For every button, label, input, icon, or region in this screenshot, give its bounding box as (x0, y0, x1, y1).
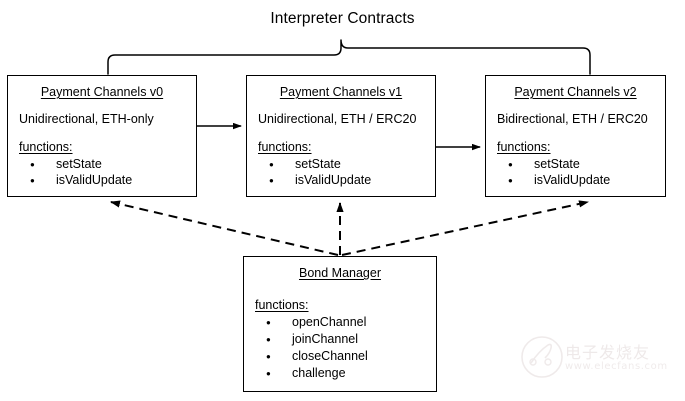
functions-label: functions: (497, 140, 551, 154)
brace-interpreter-contracts (107, 39, 591, 75)
node-description: Unidirectional, ETH-only (19, 112, 154, 126)
function-list: setState isValidUpdate (8, 156, 196, 189)
function-item: setState (508, 156, 665, 173)
function-list: openChannel joinChannel closeChannel cha… (244, 314, 436, 382)
function-item: challenge (266, 365, 436, 382)
function-item: closeChannel (266, 348, 436, 365)
connector-bond-to-v2 (341, 200, 589, 256)
function-item: joinChannel (266, 331, 436, 348)
connector-bond-to-v0 (110, 200, 339, 256)
function-item: openChannel (266, 314, 436, 331)
node-payment-channels-v0[interactable]: Payment Channels v0 Unidirectional, ETH-… (7, 75, 197, 197)
function-list: setState isValidUpdate (247, 156, 435, 189)
function-item: isValidUpdate (269, 172, 435, 189)
node-title: Payment Channels v1 (279, 85, 403, 99)
node-payment-channels-v1[interactable]: Payment Channels v1 Unidirectional, ETH … (246, 75, 436, 197)
node-payment-channels-v2[interactable]: Payment Channels v2 Bidirectional, ETH /… (485, 75, 666, 197)
node-bond-manager[interactable]: Bond Manager functions: openChannel join… (243, 256, 437, 392)
function-item: isValidUpdate (508, 172, 665, 189)
diagram-title: Interpreter Contracts (270, 10, 415, 27)
node-title: Payment Channels v0 (40, 85, 164, 99)
functions-label: functions: (19, 140, 73, 154)
node-title: Payment Channels v2 (514, 85, 637, 99)
function-item: setState (269, 156, 435, 173)
function-list: setState isValidUpdate (486, 156, 665, 189)
node-title: Bond Manager (298, 266, 381, 280)
function-item: setState (30, 156, 196, 173)
functions-label: functions: (258, 140, 312, 154)
node-description: Bidirectional, ETH / ERC20 (497, 112, 648, 126)
functions-label: functions: (255, 298, 309, 312)
node-description: Unidirectional, ETH / ERC20 (258, 112, 417, 126)
function-item: isValidUpdate (30, 172, 196, 189)
